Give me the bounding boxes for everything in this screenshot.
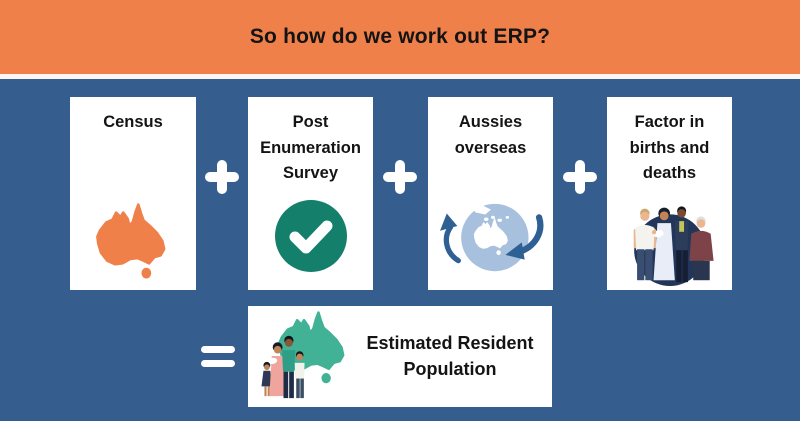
result-label: Estimated Resident Population xyxy=(366,333,534,379)
globe-migration-icon xyxy=(439,203,543,272)
check-circle-icon xyxy=(274,200,347,272)
australia-population-icon xyxy=(261,311,345,399)
card-census-label: Census xyxy=(103,113,163,131)
card-births-deaths: Factor in births and deaths xyxy=(607,97,732,290)
card-births-deaths-label: Factor in births and deaths xyxy=(629,113,710,183)
card-aussies-overseas-label: Aussies overseas xyxy=(454,113,527,157)
header-divider xyxy=(0,74,800,79)
plus-icon xyxy=(205,160,239,194)
header-banner: So how do we work out ERP? xyxy=(0,0,800,74)
equals-icon xyxy=(201,346,235,367)
australia-map-icon xyxy=(96,203,166,279)
card-census: Census xyxy=(70,97,196,290)
plus-icon xyxy=(563,160,597,194)
plus-icon xyxy=(383,160,417,194)
result-card-erp: Estimated Resident Population xyxy=(248,306,552,407)
page-title: So how do we work out ERP? xyxy=(249,25,551,48)
card-pes-label: Post Enumeration Survey xyxy=(260,113,361,183)
card-aussies-overseas: Aussies overseas xyxy=(428,97,553,290)
card-post-enumeration-survey: Post Enumeration Survey xyxy=(248,97,373,290)
people-group-icon xyxy=(633,206,714,287)
